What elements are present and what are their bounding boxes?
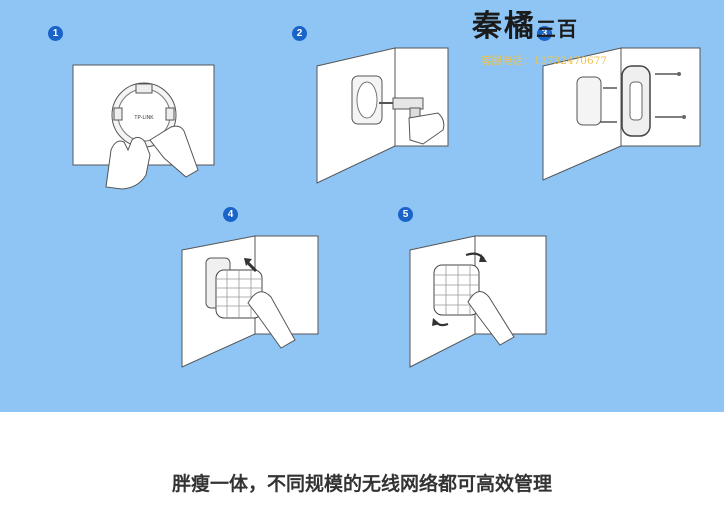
caption-text: 胖瘦一体，不同规模的无线网络都可高效管理 xyxy=(171,473,552,495)
step-2-badge: 2 xyxy=(292,26,307,41)
watermark-logo-main: 秦橘 xyxy=(472,9,536,44)
step-4-illustration xyxy=(181,235,319,368)
device-brand-label: TP-LINK xyxy=(134,115,154,121)
instruction-panel: TP-LINK xyxy=(0,0,724,412)
watermark-phone: 客服电话：13732470677 xyxy=(481,55,607,67)
step-1-badge: 1 xyxy=(48,26,63,41)
step-2-illustration xyxy=(316,47,449,184)
step-3-illustration xyxy=(542,47,701,181)
step-5-badge: 5 xyxy=(398,207,413,222)
watermark-logo-small: 三百 xyxy=(536,17,578,41)
installation-illustration: TP-LINK xyxy=(72,47,701,368)
step-4-badge: 4 xyxy=(223,207,238,222)
watermark-logo: 秦橘三百 xyxy=(472,10,578,46)
step-3-badge: 3 xyxy=(537,26,552,41)
step-5-illustration xyxy=(409,235,547,368)
step-1-illustration: TP-LINK xyxy=(72,64,215,190)
